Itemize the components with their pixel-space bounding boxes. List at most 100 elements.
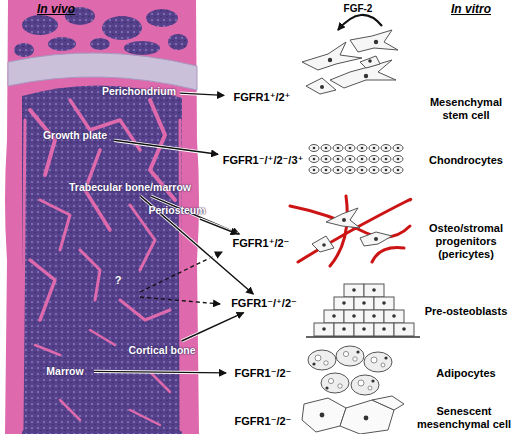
bone-section (22, 120, 25, 430)
receptor-status: FGFR1⁻/⁺/2⁻/3⁺ (220, 154, 306, 167)
pericyte-cells (374, 237, 378, 241)
receptor-label: FGFR1⁺/2⁺ (226, 90, 298, 105)
adipocytes-drawing (384, 356, 387, 359)
adipocytes-drawing (368, 386, 372, 390)
panel-heading: In vivo (16, 2, 96, 16)
chondrocytes-drawing (385, 147, 388, 150)
chondrocytes-drawing (361, 158, 364, 161)
chondrocytes-drawing (325, 158, 328, 161)
bone-section (40, 200, 70, 250)
chondrocytes-drawing (345, 145, 355, 152)
connector-arrow (182, 313, 244, 341)
adipocytes-drawing (353, 357, 357, 361)
bone-section (60, 400, 80, 420)
bone-section (180, 120, 181, 430)
pre-osteoblast-stack (382, 301, 386, 305)
adipocytes-drawing (371, 357, 377, 363)
bone-section (90, 330, 115, 345)
pre-osteoblast-stack (362, 327, 366, 331)
region-name: Periosteum (146, 204, 208, 216)
connector-arrow (94, 371, 226, 373)
pre-osteoblast-stack (342, 301, 346, 305)
adipocytes-drawing (328, 378, 333, 383)
chondrocytes-drawing (381, 167, 391, 174)
bone-section (124, 41, 160, 55)
bone-section (80, 250, 100, 300)
cell-type-label: Chondrocytes (418, 154, 514, 167)
chondrocytes-drawing (385, 158, 388, 161)
receptor-status: FGFR1⁻/⁺/2⁻ (224, 297, 304, 310)
receptor-label: FGFR1⁻/2⁻ (228, 366, 298, 381)
pericyte-cells (322, 243, 326, 247)
pre-osteoblast-stack (322, 327, 326, 331)
bone-section (35, 345, 60, 355)
tissue-label: Marrow (38, 364, 92, 378)
chondrocytes-drawing (381, 156, 391, 163)
connector-halo (114, 140, 218, 154)
mesenchymal-cells (364, 74, 368, 78)
pericyte-cells (342, 218, 346, 222)
chondrocytes-drawing (381, 145, 391, 152)
bone-section (22, 15, 58, 35)
pericyte-cells (312, 236, 334, 252)
adipocytes-drawing (312, 362, 315, 365)
cell-type-label: Senescent mesenchymal cell (410, 405, 518, 431)
mesenchymal-cells (306, 78, 336, 94)
chondrocytes-drawing (333, 167, 343, 174)
dashed-arrow (140, 252, 222, 292)
pre-osteoblast-stack (306, 336, 420, 338)
adipocytes-drawing (371, 379, 374, 382)
receptor-label: FGFR1⁻/⁺/2⁻/3⁺ (220, 153, 306, 168)
connector-line (182, 313, 244, 341)
pericyte-cells (360, 232, 392, 246)
connector-line (114, 140, 218, 154)
tissue-label: Perichondrium (100, 84, 178, 98)
bone-section (130, 410, 160, 425)
pre-osteoblast-stack (364, 284, 384, 297)
pre-osteoblast-stack (322, 288, 406, 331)
pre-osteoblast-stack (314, 323, 334, 336)
chondrocytes-drawing (373, 147, 376, 150)
mesenchymal-cells (350, 30, 398, 52)
chondrocytes-drawing (309, 145, 319, 152)
adipocytes-drawing (308, 350, 336, 370)
cell-type-label: Mesenchymal stem cell (418, 96, 514, 122)
pre-osteoblast-stack (352, 288, 356, 292)
bone-section (22, 100, 181, 430)
adipocytes-drawing (336, 346, 364, 366)
bone-section (8, 53, 197, 90)
chondrocytes-drawing (321, 167, 331, 174)
region-name: Cortical bone (126, 344, 198, 356)
pre-osteoblast-stack (344, 310, 364, 323)
chondrocytes-drawing (337, 147, 340, 150)
panel-heading: In vitro (428, 2, 514, 16)
region-name: Marrow (38, 365, 92, 377)
chondrocytes-drawing (361, 147, 364, 150)
senescent-cells (372, 396, 404, 410)
chondrocytes-drawing (369, 167, 379, 174)
pre-osteoblast-stack (344, 284, 364, 297)
receptor-label: FGFR1⁻/2⁻ (228, 414, 298, 429)
chondrocytes-drawing (321, 145, 331, 152)
chondrocytes-drawing (385, 169, 388, 172)
mesenchymal-cells (368, 59, 372, 63)
chondrocytes-drawing (325, 169, 328, 172)
pre-osteoblast-stack (374, 323, 394, 336)
factor-label: FGF-2 (336, 3, 380, 15)
cell-type-label: Osteo/stromal progenitors (pericytes) (418, 222, 514, 261)
chondrocytes-drawing (361, 169, 364, 172)
chondrocytes-drawing (397, 169, 400, 172)
receptor-label: FGFR1⁺/2⁻ (226, 236, 296, 251)
adipocytes-drawing (343, 351, 348, 356)
mesenchymal-cells (302, 30, 398, 94)
chondrocytes-drawing (313, 169, 316, 172)
chondrocytes-drawing (337, 158, 340, 161)
pre-osteoblast-stack (372, 288, 376, 292)
receptor-status: FGFR1⁺/2⁻ (226, 237, 296, 250)
connector-line (94, 371, 226, 373)
chondrocytes-drawing (397, 158, 400, 161)
pre-osteoblast-stack (334, 323, 354, 336)
adipocytes-drawing (358, 380, 364, 386)
chondrocytes-drawing (345, 156, 355, 163)
